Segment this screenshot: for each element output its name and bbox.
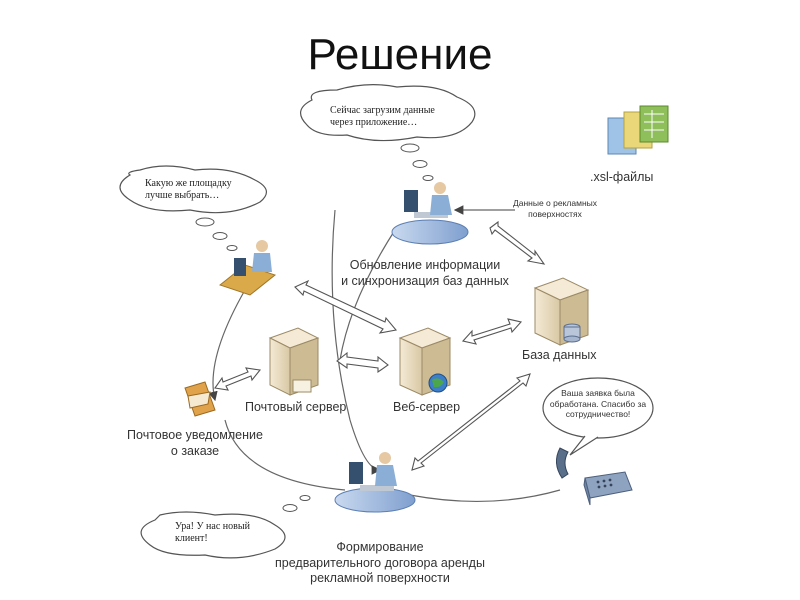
contract-label: Формирование предварительного договора а…: [275, 540, 485, 586]
manager-bottom: [334, 452, 416, 513]
xsl-files-label: .xsl-файлы: [590, 170, 654, 184]
bubble-request-done-text: Ваша заявка была обработана. Спасибо за …: [549, 388, 647, 420]
bubble-which-surface-text: Какую же площадку лучше выбрать…: [145, 178, 232, 201]
client-left: [218, 240, 277, 296]
envelope-icon: [184, 381, 216, 417]
ad-data-label: Данные о рекламных поверхностях: [512, 198, 597, 219]
speech-bubble-request-done: [542, 377, 654, 456]
page-title: Решение: [307, 30, 493, 79]
thought-bubble-which-surface: [119, 165, 267, 251]
mail-server-label: Почтовый сервер: [245, 400, 347, 414]
sync-label: Обновление информации и синхронизация ба…: [341, 258, 509, 288]
thought-bubble-app-upload: [300, 84, 476, 181]
telephone-icon: [556, 447, 633, 506]
bubble-app-upload-text: Сейчас загрузим данные через приложение…: [330, 105, 435, 128]
database-server-icon: [533, 277, 590, 346]
web-server-icon: [398, 327, 452, 396]
double-arrows: [214, 220, 546, 471]
connector-lines: [208, 205, 561, 502]
operator-top: [391, 182, 469, 245]
mail-notice-label: Почтовое уведомление о заказе: [127, 428, 263, 458]
thought-bubble-new-client: [140, 495, 311, 559]
database-label: База данных: [522, 348, 597, 362]
bubble-new-client-text: Ура! У нас новый клиент!: [175, 521, 250, 544]
web-server-label: Веб-сервер: [393, 400, 461, 414]
xsl-files-icon: [607, 105, 669, 155]
mail-server-icon: [268, 327, 320, 396]
